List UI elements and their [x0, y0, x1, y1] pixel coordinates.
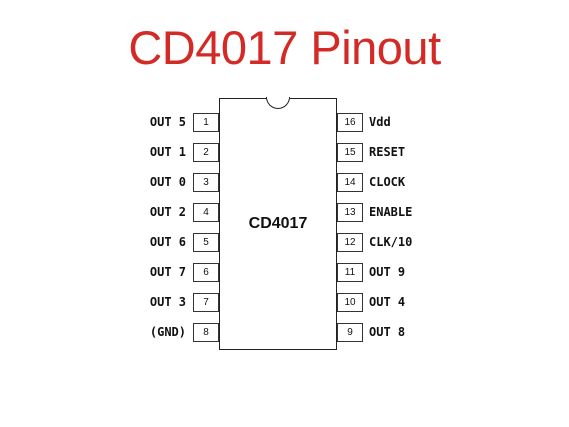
- pin-label-6: OUT 7: [149, 265, 186, 279]
- pin-label-10: OUT 4: [369, 295, 406, 309]
- pin-number-5: 5: [193, 233, 219, 252]
- pin-number-12: 12: [337, 233, 363, 252]
- pin-number-7: 7: [193, 293, 219, 312]
- ic-chip-body: [219, 98, 337, 350]
- chip-notch-mask: [267, 97, 289, 99]
- pin-number-15: 15: [337, 143, 363, 162]
- page-title: CD4017 Pinout: [128, 21, 441, 74]
- pin-label-14: CLOCK: [369, 175, 406, 189]
- pin-number-2: 2: [193, 143, 219, 162]
- pin-number-16: 16: [337, 113, 363, 132]
- pin-label-4: OUT 2: [149, 205, 186, 219]
- pin-number-1: 1: [193, 113, 219, 132]
- pin-number-9: 9: [337, 323, 363, 342]
- pin-label-7: OUT 3: [149, 295, 186, 309]
- pin-label-5: OUT 6: [149, 235, 186, 249]
- pin-number-4: 4: [193, 203, 219, 222]
- pin-label-15: RESET: [369, 145, 406, 159]
- pin-label-8: (GND): [149, 325, 186, 339]
- chip-label: CD4017: [248, 215, 308, 232]
- pin-label-11: OUT 9: [369, 265, 406, 279]
- pin-label-2: OUT 1: [149, 145, 186, 159]
- pin-number-11: 11: [337, 263, 363, 282]
- pin-number-6: 6: [193, 263, 219, 282]
- pin-number-14: 14: [337, 173, 363, 192]
- pin-number-10: 10: [337, 293, 363, 312]
- pin-label-9: OUT 8: [369, 325, 406, 339]
- pin-label-1: OUT 5: [149, 115, 186, 129]
- pin-number-3: 3: [193, 173, 219, 192]
- pin-label-13: ENABLE: [369, 205, 413, 219]
- pin-label-3: OUT 0: [149, 175, 186, 189]
- pin-number-13: 13: [337, 203, 363, 222]
- pin-number-8: 8: [193, 323, 219, 342]
- pin-label-16: Vdd: [369, 115, 391, 129]
- pin-label-12: CLK/10: [369, 235, 413, 249]
